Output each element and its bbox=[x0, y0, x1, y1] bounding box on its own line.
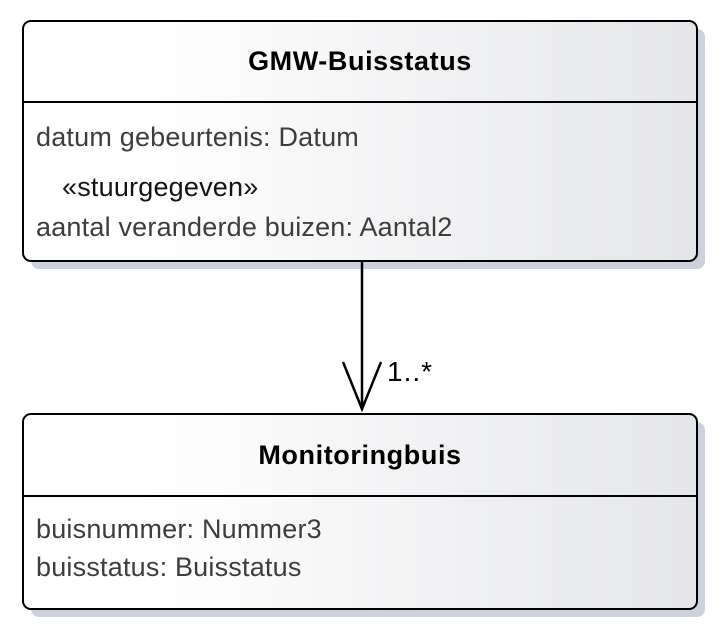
class-monitoringbuis: Monitoringbuis buisnummer: Nummer3 buiss… bbox=[22, 413, 698, 610]
attribute-aantal-veranderde-buizen: aantal veranderde buizen: Aantal2 bbox=[36, 212, 453, 242]
class-gmw-buisstatus: GMW-Buisstatus datum gebeurtenis: Datum … bbox=[22, 20, 698, 262]
class-attributes-gmw: datum gebeurtenis: Datum «stuurgegeven» … bbox=[24, 103, 696, 242]
attribute-buisstatus: buisstatus: Buisstatus bbox=[36, 552, 302, 582]
attribute-datum-gebeurtenis: datum gebeurtenis: Datum bbox=[36, 122, 359, 152]
arrowhead-open-icon bbox=[341, 361, 383, 413]
attribute-buisnummer: buisnummer: Nummer3 bbox=[36, 514, 322, 544]
class-title-monitoringbuis: Monitoringbuis bbox=[24, 415, 696, 497]
association-multiplicity-label: 1..* bbox=[387, 356, 434, 387]
stereotype-stuurgegeven: «stuurgegeven» bbox=[62, 172, 259, 202]
class-attributes-monitoringbuis: buisnummer: Nummer3 buisstatus: Buisstat… bbox=[24, 497, 696, 582]
class-title-gmw-buisstatus: GMW-Buisstatus bbox=[24, 22, 696, 103]
